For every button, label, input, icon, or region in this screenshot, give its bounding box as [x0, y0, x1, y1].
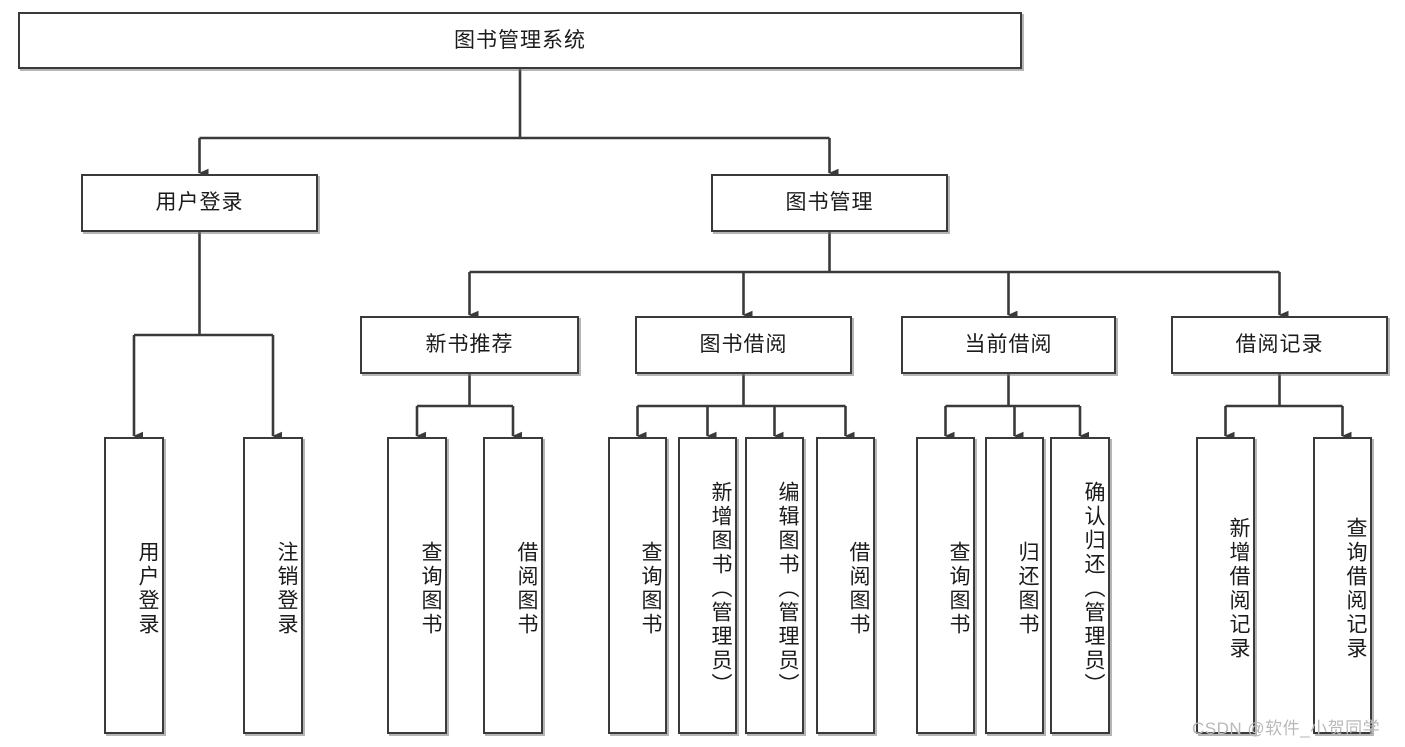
- node-l6[interactable]: 新增图书（管理员）: [678, 437, 737, 734]
- node-label: 借阅图书: [515, 540, 538, 637]
- node-label: 图书借阅: [699, 333, 788, 357]
- tree-connectors: [132, 69, 1352, 441]
- node-label: 当前借阅: [964, 333, 1053, 357]
- node-label: 查询借阅记录: [1344, 516, 1367, 661]
- node-l4[interactable]: 借阅图书: [483, 437, 543, 734]
- node-label: 确认归还（管理员）: [1082, 480, 1105, 697]
- watermark-label: CSDN @软件_小贺同学: [1192, 719, 1381, 738]
- node-label: 查询图书: [639, 540, 662, 637]
- node-l1[interactable]: 用户登录: [104, 437, 164, 734]
- node-label: 新增借阅记录: [1227, 516, 1250, 661]
- node-label: 查询图书: [947, 540, 970, 637]
- node-l2[interactable]: 注销登录: [243, 437, 303, 734]
- node-label: 图书管理系统: [454, 28, 586, 52]
- node-label: 编辑图书（管理员）: [776, 480, 799, 697]
- node-label: 用户登录: [136, 540, 159, 637]
- node-l8[interactable]: 借阅图书: [816, 437, 875, 734]
- node-label: 新书推荐: [425, 333, 514, 357]
- node-l13[interactable]: 查询借阅记录: [1313, 437, 1372, 734]
- node-newbook[interactable]: 新书推荐: [360, 316, 579, 374]
- node-label: 注销登录: [275, 540, 298, 637]
- node-l3[interactable]: 查询图书: [387, 437, 447, 734]
- node-label: 借阅记录: [1235, 333, 1324, 357]
- node-label: 借阅图书: [847, 540, 870, 637]
- node-current[interactable]: 当前借阅: [901, 316, 1116, 374]
- node-records[interactable]: 借阅记录: [1171, 316, 1388, 374]
- node-l7[interactable]: 编辑图书（管理员）: [745, 437, 804, 734]
- node-borrow[interactable]: 图书借阅: [635, 316, 852, 374]
- node-l12[interactable]: 新增借阅记录: [1196, 437, 1255, 734]
- node-bookmgmt[interactable]: 图书管理: [711, 174, 948, 232]
- node-l5[interactable]: 查询图书: [608, 437, 667, 734]
- node-l11[interactable]: 确认归还（管理员）: [1050, 437, 1110, 734]
- node-login[interactable]: 用户登录: [81, 174, 318, 232]
- node-l9[interactable]: 查询图书: [916, 437, 975, 734]
- node-label: 图书管理: [785, 191, 874, 215]
- node-root[interactable]: 图书管理系统: [18, 12, 1022, 69]
- node-label: 用户登录: [155, 191, 244, 215]
- node-l10[interactable]: 归还图书: [985, 437, 1044, 734]
- node-label: 归还图书: [1016, 540, 1039, 637]
- node-label: 查询图书: [419, 540, 442, 637]
- node-label: 新增图书（管理员）: [709, 480, 732, 697]
